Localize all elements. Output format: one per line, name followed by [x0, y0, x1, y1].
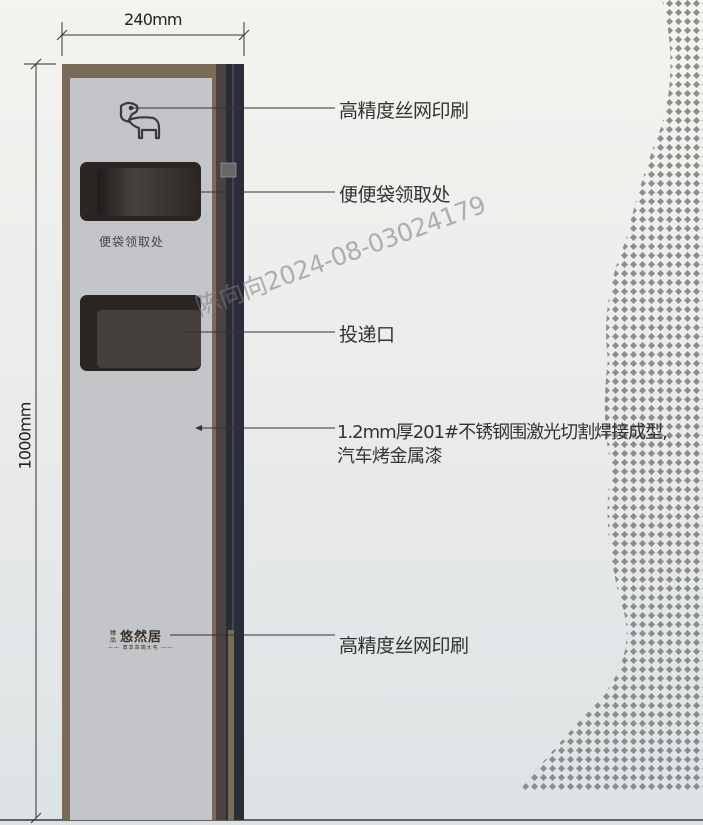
brand-name: 悠然居: [120, 630, 163, 645]
brand-small: 臻品: [110, 630, 118, 644]
bag-area-label: 便袋领取处: [99, 235, 165, 249]
brand-sub: —— 尊享高端大宅 ——: [108, 645, 174, 651]
width-dimension: [56, 22, 250, 56]
height-dimension: [24, 58, 56, 824]
annotation-print-top: 高精度丝网印刷: [339, 100, 469, 122]
annotation-drop-slot: 投递口: [339, 324, 395, 346]
lower-accent: [228, 630, 234, 820]
width-label: 240mm: [124, 10, 183, 29]
annotation-material-line1: 1.2mm厚201#不锈钢围激光切割焊接成型,: [337, 422, 668, 443]
annotation-material-line2: 汽车烤金属漆: [337, 446, 443, 467]
annotation-bag-pickup: 便便袋领取处: [339, 184, 451, 206]
leader-lines: [130, 107, 335, 636]
side-strip-thin: [216, 64, 226, 820]
material-arrow-icon: [195, 425, 202, 431]
annotation-print-bottom: 高精度丝网印刷: [339, 635, 469, 657]
lock-plate: [220, 162, 237, 178]
height-label: 1000mm: [15, 402, 35, 470]
halftone-stone-texture: [520, 0, 703, 790]
